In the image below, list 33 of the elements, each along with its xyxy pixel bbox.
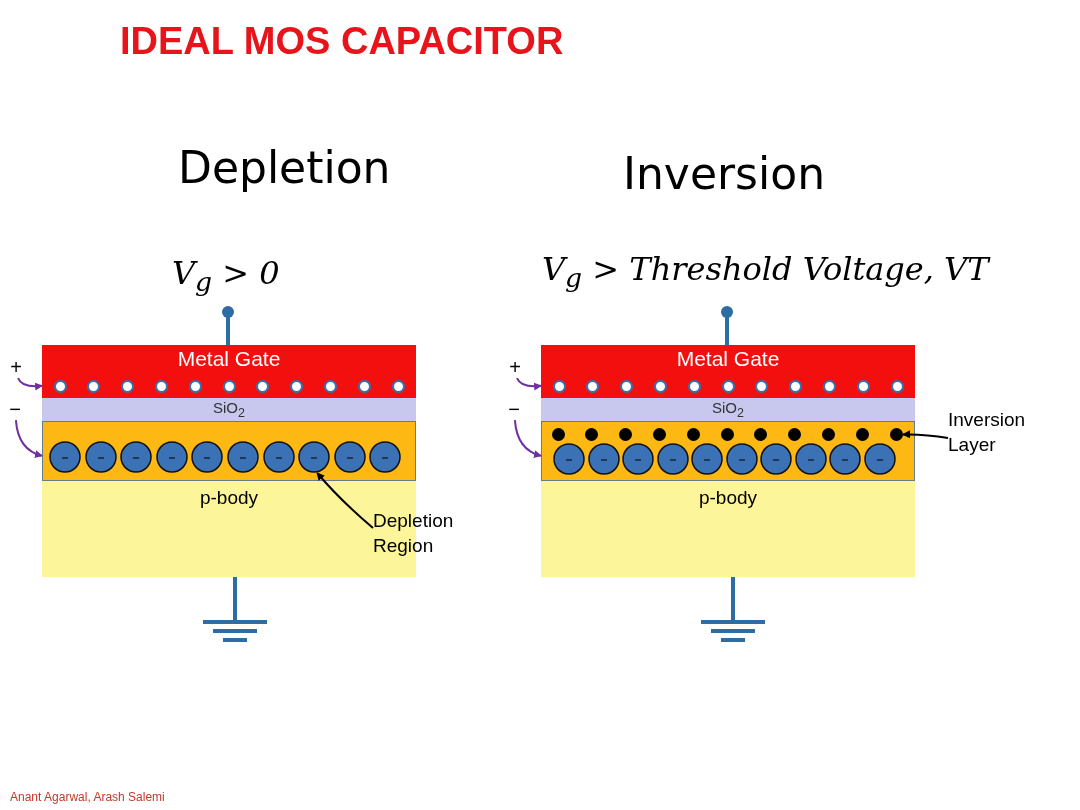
- voltage-condition: V$_{g}$ > Threshold Voltage, VT: [542, 250, 989, 294]
- depletion-layer: [42, 421, 416, 481]
- slide-title: IDEAL MOS CAPACITOR: [120, 20, 564, 63]
- negative-ion-icon: [298, 441, 330, 473]
- layer-label: Metal Gate: [176, 347, 282, 371]
- section-heading: Depletion: [178, 142, 391, 193]
- oxide-layer: [541, 398, 915, 421]
- minus-sign: −: [505, 398, 523, 422]
- curved-arrow: [14, 419, 43, 458]
- curved-arrow: [513, 419, 542, 458]
- layer-label: Metal Gate: [675, 347, 781, 371]
- layer-label: SiO$_{2}$: [711, 399, 745, 420]
- layer-label: SiO$_{2}$: [212, 399, 246, 420]
- author-credit: Anant Agarwal, Arash Salemi: [10, 790, 165, 804]
- section-heading: Inversion: [623, 148, 826, 199]
- leader-line: [316, 472, 374, 529]
- callout-label: Depletion Region: [373, 508, 473, 558]
- layer-label: p-body: [198, 487, 260, 509]
- leader-line: [902, 430, 949, 439]
- voltage-condition: V$_{g}$ > 0: [172, 254, 280, 298]
- plus-sign: +: [507, 356, 523, 380]
- depletion-layer: [541, 421, 915, 481]
- metal-gate-layer: [42, 345, 416, 398]
- callout-label: Inversion Layer: [948, 407, 1048, 457]
- electron-icon: [890, 428, 903, 441]
- plus-sign: +: [8, 356, 24, 380]
- minus-sign: −: [6, 398, 24, 422]
- metal-gate-layer: [541, 345, 915, 398]
- curved-arrow: [17, 377, 43, 391]
- layer-label: p-body: [697, 487, 759, 509]
- p-body-layer: [541, 481, 915, 577]
- curved-arrow: [516, 377, 542, 391]
- oxide-layer: [42, 398, 416, 421]
